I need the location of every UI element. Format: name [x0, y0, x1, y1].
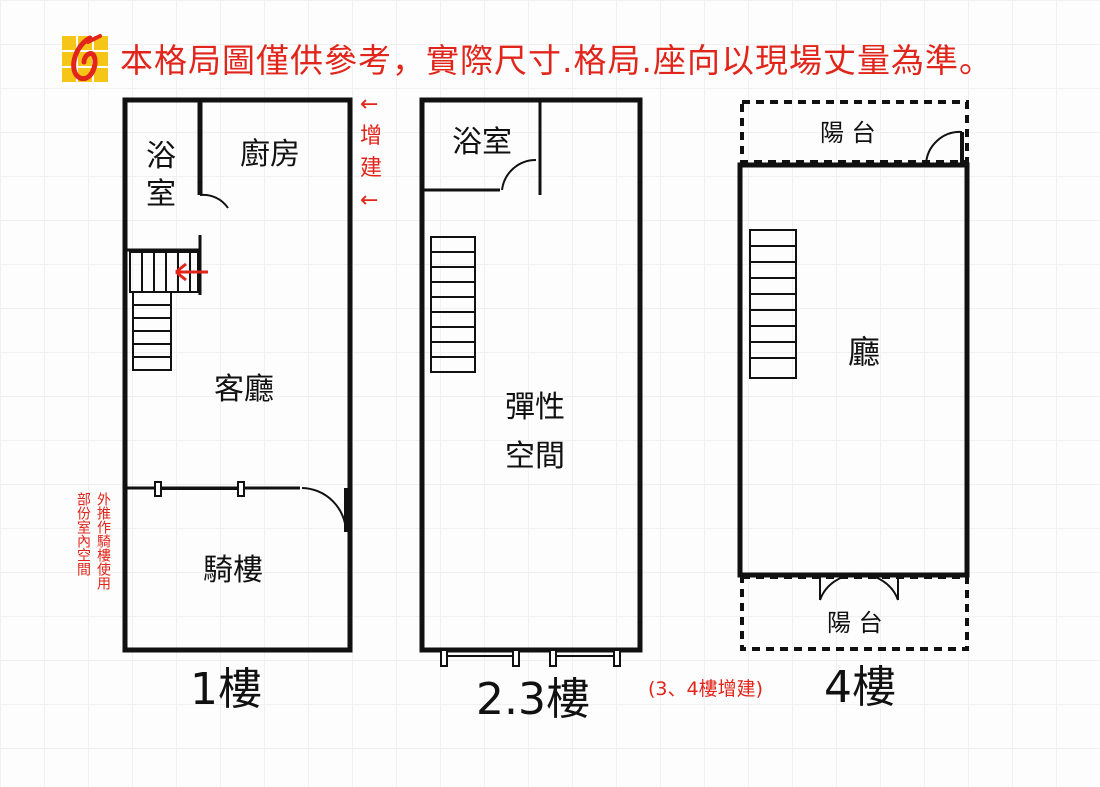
floor1-window	[154, 481, 245, 497]
floor1-living-room-label: 客廳	[214, 372, 274, 407]
floor4-top-balcony	[740, 100, 969, 164]
floor23-flex-space-label-2: 空間	[505, 439, 565, 474]
disclaimer-text: 本格局圖僅供參考，實際尺寸.格局.座向以現場丈量為準。	[120, 41, 993, 80]
floor1-addition-text-1: 增	[360, 124, 383, 149]
floor34-addition-note: (3、4樓增建)	[648, 678, 764, 700]
floor1-doors	[199, 193, 348, 533]
floor1-bathroom-label-1: 浴	[146, 139, 176, 174]
floor1-bath-door	[199, 193, 229, 209]
floor1-front-door	[301, 487, 347, 533]
floor1-kitchen-label: 廚房	[240, 137, 300, 172]
floor1-side-note-left: 部份室內空間	[75, 492, 91, 576]
floor23-plan	[419, 97, 643, 653]
floor4-bottom-balcony-label: 陽 台	[827, 609, 883, 637]
floor1-addition-arrow-top: ←	[360, 92, 379, 117]
brand-logo-icon	[62, 34, 108, 82]
floor4-bottom-door-right	[859, 573, 899, 601]
floor4-balconies	[740, 100, 969, 651]
floor4-hall-label: 廳	[848, 333, 881, 371]
floor4-stairs	[749, 229, 797, 379]
floor23-windows	[440, 649, 621, 667]
floor4-top-door	[925, 130, 963, 166]
floor4-top-balcony-label: 陽 台	[820, 119, 876, 147]
floor23-flex-space-label-1: 彈性	[505, 390, 565, 425]
floor4-bottom-door-left	[819, 573, 859, 601]
floor1-arcade-label: 騎樓	[203, 553, 263, 588]
floor1-title: 1樓	[190, 664, 262, 715]
floor23-title: 2.3樓	[476, 674, 590, 725]
floor1-stair-arrow	[175, 262, 208, 282]
floor23-outer-wall	[419, 97, 643, 653]
floor4-title: 4樓	[824, 662, 896, 713]
floor23-bathroom-label: 浴室	[452, 125, 512, 160]
floor23-stairs	[430, 236, 476, 373]
floor1-addition-text-2: 建	[360, 156, 383, 181]
page-header: 本格局圖僅供參考，實際尺寸.格局.座向以現場丈量為準。	[60, 28, 993, 88]
floor1-outer-wall	[122, 97, 353, 653]
floor1-side-note-right: 外推作騎樓使用	[95, 492, 111, 590]
floor1-addition-arrow-bottom: ←	[360, 188, 379, 213]
floor23-bath-door	[501, 158, 537, 191]
floor1-stairs	[129, 251, 199, 371]
floor1-bathroom-label-2: 室	[146, 177, 176, 212]
floor4-doors	[819, 130, 964, 601]
